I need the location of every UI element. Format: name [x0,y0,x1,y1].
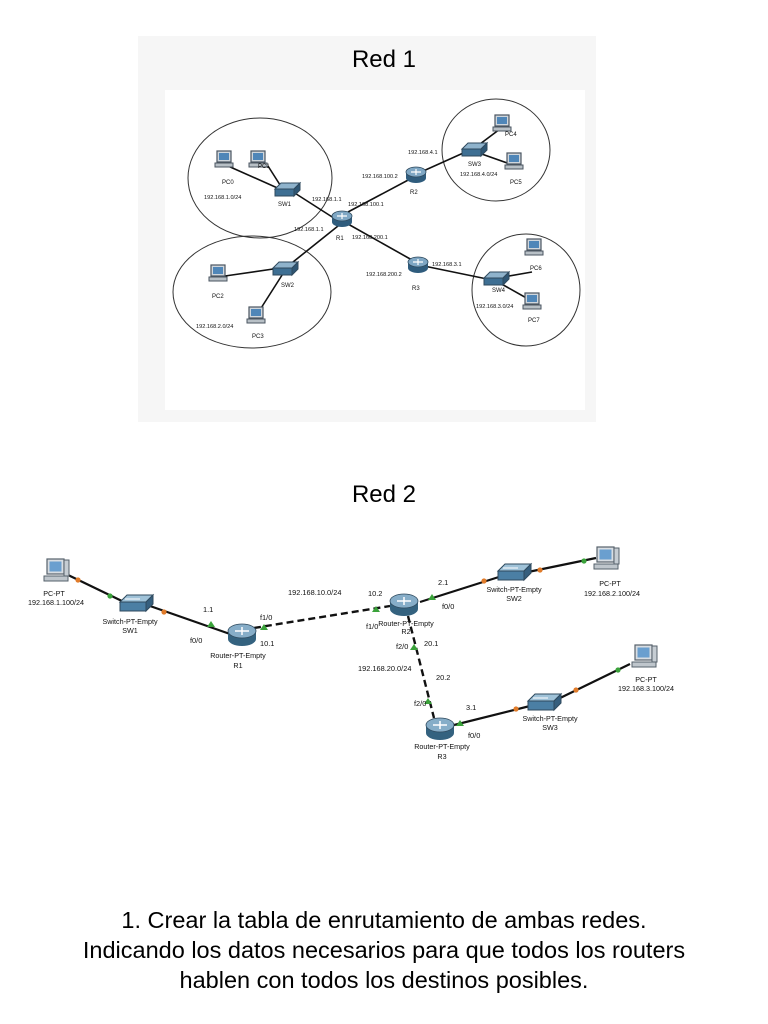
instruction-line-3: hablen con todos los destinos posibles. [179,967,589,993]
lan2-label: 192.168.2.0/24 [196,324,233,330]
r2-label: R2 [410,190,418,196]
sw3-icon [527,693,562,711]
r1-lan1-ip: 192.168.1.1 [312,197,342,203]
net-20-label: 192.168.20.0/24 [358,664,411,673]
r3-wan20-ip: 20.2 [436,673,450,682]
lan4-group [441,98,551,202]
network-2-dashed-links [253,604,436,719]
sw1-icon [119,594,154,612]
lan1-group [187,117,333,239]
sw3-type: Switch-PT-Empty [522,714,578,723]
r3-lan-ip: 3.1 [466,703,476,712]
lan1-label: 192.168.1.0/24 [204,195,241,201]
r1-lan-ip: 1.1 [203,605,213,614]
r3-icon [425,717,455,741]
network-1-title: Red 1 [351,46,417,73]
instruction-line-1: 1. Crear la tabla de enrutamiento de amb… [121,907,647,933]
r2-f10: f1/0 [366,622,378,631]
sw2-icon [497,563,532,581]
r3-f00: f0/0 [468,731,480,740]
r2-wan-ip: 10.2 [368,589,382,598]
r1-f10: f1/0 [260,613,272,622]
r3-label: R3 [412,286,420,292]
lan4-label: 192.168.4.0/24 [460,172,497,178]
pc2-type: PC-PT [599,579,621,588]
sw1-name: SW1 [122,626,138,635]
r2-f20: f2/0 [396,642,408,651]
r1-f00: f0/0 [190,636,202,645]
pc1-ip: 192.168.1.100/24 [28,598,84,607]
pc4-label: PC4 [505,132,517,138]
pc1-type: PC-PT [43,589,65,598]
r3-f20: f2/0 [414,699,426,708]
r1-wan-ip: 10.1 [260,639,274,648]
r1-lan2-ip: 192.168.1.1 [294,227,324,233]
sw1-label: SW1 [278,202,292,208]
sw3-name: SW3 [542,723,558,732]
instruction-line-2: Indicando los datos necesarios para que … [82,937,686,963]
r1-name: R1 [233,661,242,670]
pc2-ip: 192.168.2.100/24 [584,589,640,598]
r2-icon [389,593,419,617]
pc3-type: PC-PT [635,675,657,684]
lan2-group [172,235,332,349]
sw2-type: Switch-PT-Empty [486,585,542,594]
network-2-diagram: PC-PT 192.168.1.100/24 Switch-PT-Empty S… [28,546,674,761]
r2-type: Router-PT-Empty [378,619,434,628]
sw2-name: SW2 [506,594,522,603]
r3-type: Router-PT-Empty [414,742,470,751]
pc3-icon [631,644,658,668]
r1-icon [227,623,257,647]
pc6-label: PC6 [530,266,542,272]
r1-link200-ip: 192.168.200.1 [352,235,388,241]
network-1-canvas [165,90,585,410]
pc3-ip: 192.168.3.100/24 [618,684,674,693]
r2-lan4-ip: 192.168.4.1 [408,150,438,156]
sw4-label: SW4 [492,288,506,294]
sw1-type: Switch-PT-Empty [102,617,158,626]
pc5-label: PC5 [510,180,522,186]
exercise-instructions: 1. Crear la tabla de enrutamiento de amb… [24,905,744,995]
r2-lan-ip: 2.1 [438,578,448,587]
r1-type: Router-PT-Empty [210,651,266,660]
lan3-label: 192.168.3.0/24 [476,304,513,310]
pc3-label: PC3 [252,334,264,340]
link-status-dots [75,558,621,726]
r3-name: R3 [437,752,446,761]
pc7-label: PC7 [528,318,540,324]
sw2-label: SW2 [281,283,295,289]
sw3-label: SW3 [468,162,482,168]
r2-wan20-ip: 20.1 [424,639,438,648]
r2-link100-ip: 192.168.100.2 [362,174,398,180]
r2-name: R2 [401,627,410,636]
r1-link100-ip: 192.168.100.1 [348,202,384,208]
r2-f00: f0/0 [442,602,454,611]
pc0-label: PC0 [222,180,234,186]
pc1-label: PC1 [258,164,270,170]
r1-label: R1 [336,236,344,242]
lan3-group [471,233,581,347]
r3-link200-ip: 192.168.200.2 [366,272,402,278]
network-2-title: Red 2 [351,481,417,508]
pc2-icon [593,546,620,570]
pc2-label: PC2 [212,294,224,300]
pc1-icon [43,558,70,582]
net-10-label: 192.168.10.0/24 [288,588,341,597]
r3-lan3-ip: 192.168.3.1 [432,262,462,268]
network-1-diagram: PC0 PC1 SW1 PC2 PC3 SW2 R1 R2 SW3 PC4 PC… [138,36,596,422]
